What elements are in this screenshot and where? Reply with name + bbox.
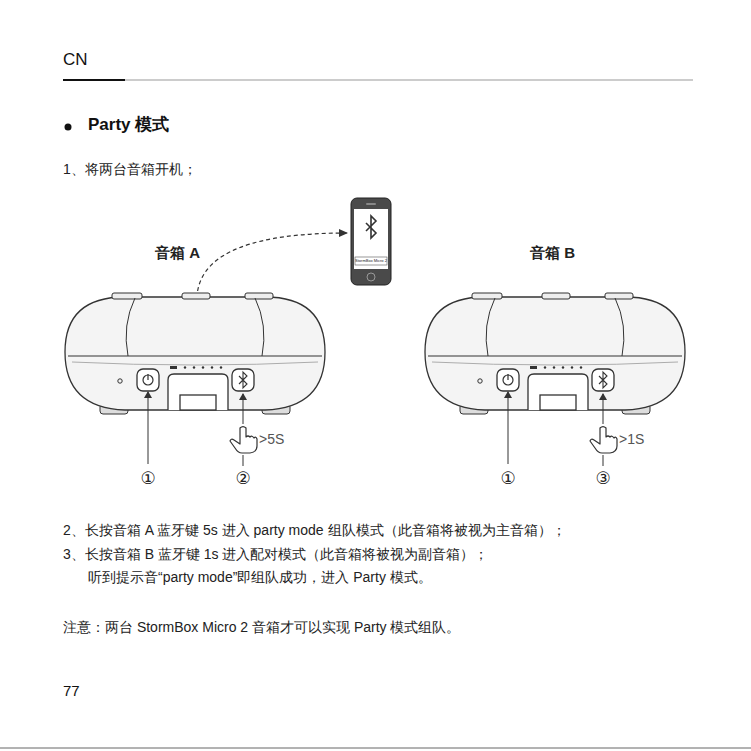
dashed-connector [198,233,347,291]
phone: StormBox Micro 2 [350,197,392,286]
duration-label: >1S [619,431,644,448]
step-text: 听到提示音“party mode”即组队成功，进入 Party 模式。 [88,569,432,586]
callout-number: ③ [595,469,610,489]
callout-number: ② [235,469,250,489]
page-number: 77 [63,682,80,700]
section-heading: Party 模式 [88,115,169,135]
duration-label: >5S [259,431,284,448]
callout-number: ① [500,469,515,489]
phone-outline [350,197,392,286]
speaker-b: 音箱 B [425,297,685,412]
language-code: CN [63,50,88,70]
speaker-a: 音箱 A [65,297,325,412]
speaker-label: 音箱 B [530,244,575,262]
note-text: 注意：两台 StormBox Micro 2 音箱才可以实现 Party 模式组… [63,619,460,636]
callout-number: ① [140,469,155,489]
speaker-label: 音箱 A [155,244,200,262]
step-text: 3、长按音箱 B 蓝牙键 1s 进入配对模式（此音箱将被视为副音箱）； [63,546,488,563]
bullet [65,124,72,131]
device-name: StormBox Micro 2 [355,259,387,263]
step-text: 1、将两台音箱开机； [63,161,197,178]
step-text: 2、长按音箱 A 蓝牙键 5s 进入 party mode 组队模式（此音箱将被… [63,522,566,539]
